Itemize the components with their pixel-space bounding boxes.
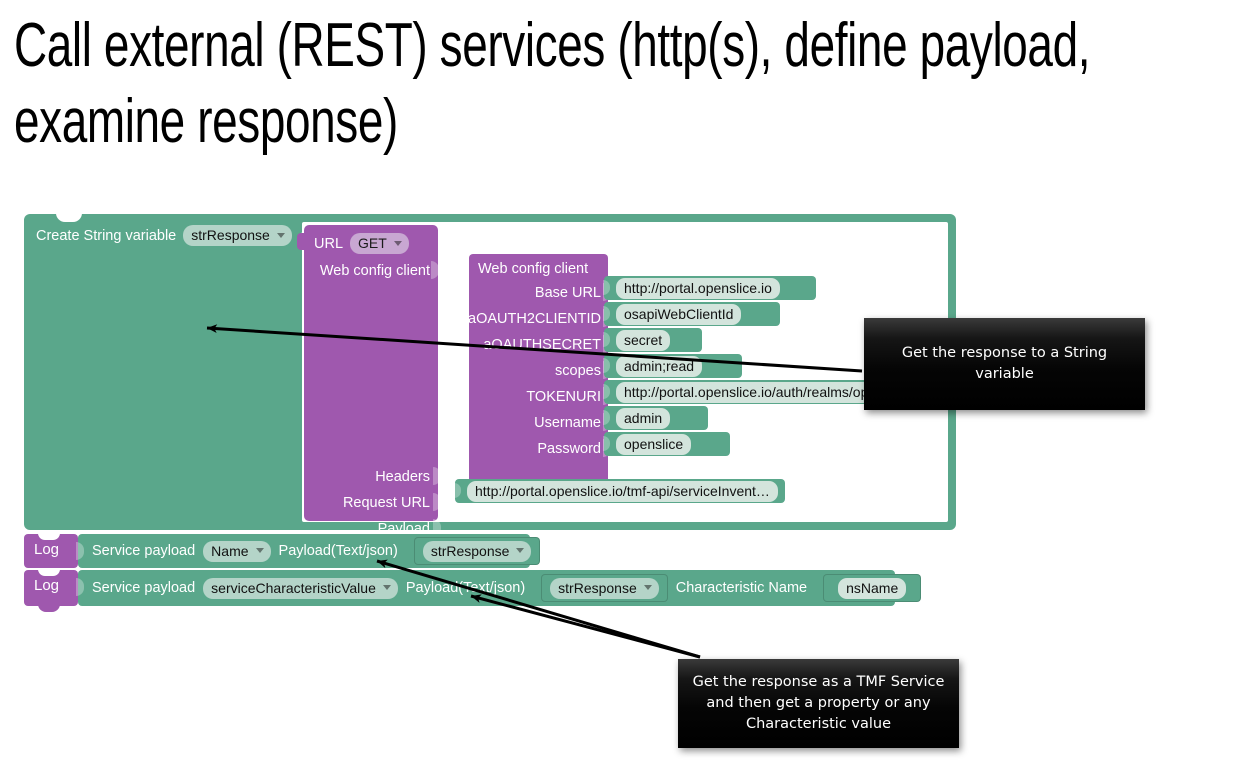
oauth-secret-value[interactable]: secret	[616, 329, 671, 351]
web-config-client-title: Web config client	[478, 261, 589, 277]
callout-tmf-service-text: Get the response as a TMF Service and th…	[692, 674, 945, 732]
log-block-2-bottom-bump	[38, 604, 60, 612]
url-block-left-plug	[297, 233, 305, 250]
callout-string-variable: Get the response to a String variable	[864, 318, 1145, 410]
scopes-value[interactable]: admin;read	[616, 355, 703, 377]
service-payload-label-1: Service payload	[92, 543, 196, 559]
scopes-label: scopes	[555, 363, 601, 379]
oauth-secret-label: aOAUTHSECRET	[483, 337, 601, 353]
service-payload-label-2: Service payload	[92, 580, 196, 596]
service-property-value-1: Name	[211, 542, 249, 559]
service-property-dropdown-1[interactable]: Name	[203, 540, 271, 562]
caret-down-icon	[276, 232, 285, 238]
url-webconfig-label: Web config client	[319, 263, 430, 279]
characteristic-value-block[interactable]: nsName	[823, 574, 922, 602]
oauth-secret-value-block[interactable]: secret	[603, 328, 702, 352]
page-title: Call external (REST) services (http(s), …	[14, 11, 1103, 156]
payload-text-json-label-1: Payload(Text/json)	[278, 543, 398, 559]
url-label: URL	[314, 235, 344, 252]
log-block-2-keyword: Log	[34, 577, 60, 594]
log-block-2-top-dent	[38, 569, 60, 576]
request-url-socket[interactable]	[433, 493, 441, 511]
blockly-workspace: Create String variable strResponse = URL…	[24, 213, 956, 537]
base-url-value-block[interactable]: http://portal.openslice.io	[603, 276, 816, 300]
username-value[interactable]: admin	[616, 407, 671, 429]
username-label: Username	[534, 415, 601, 431]
service-property-dropdown-2[interactable]: serviceCharacteristicValue	[203, 577, 398, 599]
url-block-header: URL GET	[314, 233, 409, 254]
password-value[interactable]: openslice	[616, 433, 692, 455]
username-value-block[interactable]: admin	[603, 406, 708, 430]
callout-string-variable-text: Get the response to a String variable	[901, 345, 1108, 382]
tokenuri-label: TOKENURI	[526, 389, 601, 405]
payload-value-1: strResponse	[430, 542, 510, 559]
oauth2-clientid-value[interactable]: osapiWebClientId	[616, 303, 742, 325]
base-url-value[interactable]: http://portal.openslice.io	[616, 277, 780, 299]
log-block-1[interactable]: Log	[24, 533, 78, 568]
headers-label: Headers	[375, 469, 430, 485]
payload-value-2: strResponse	[558, 579, 637, 596]
caret-down-icon	[255, 548, 264, 553]
base-url-label: Base URL	[534, 285, 601, 301]
oauth2-clientid-value-block[interactable]: osapiWebClientId	[603, 302, 780, 326]
payload-value-block-2[interactable]: strResponse	[541, 574, 668, 602]
request-url-value-block[interactable]: http://portal.openslice.io/tmf-api/servi…	[454, 479, 785, 503]
password-label: Password	[537, 441, 601, 457]
password-value-block[interactable]: openslice	[603, 432, 730, 456]
caret-down-icon	[643, 585, 652, 590]
characteristic-name-label: Characteristic Name	[675, 580, 808, 596]
http-method-value: GET	[358, 235, 387, 251]
payload-socket[interactable]	[433, 519, 441, 537]
oauth2-clientid-label: aOAUTH2CLIENTID	[468, 311, 601, 327]
variable-dropdown-value: strResponse	[191, 227, 270, 243]
log-block-2[interactable]: Log	[24, 569, 78, 612]
service-property-value-2: serviceCharacteristicValue	[211, 579, 376, 596]
log-block-1-keyword: Log	[34, 541, 60, 558]
payload-value-dropdown-1[interactable]: strResponse	[422, 540, 532, 562]
request-url-label: Request URL	[342, 495, 430, 511]
create-string-variable-label: Create String variable	[36, 227, 177, 244]
headers-socket[interactable]	[433, 467, 441, 485]
request-url-value[interactable]: http://portal.openslice.io/tmf-api/servi…	[467, 480, 778, 502]
caret-down-icon	[516, 548, 525, 553]
payload-value-dropdown-2[interactable]: strResponse	[550, 577, 659, 599]
log-row-1[interactable]: Service payload Name Payload(Text/json) …	[76, 534, 541, 568]
callout-tmf-service: Get the response as a TMF Service and th…	[678, 659, 959, 748]
characteristic-value[interactable]: nsName	[838, 577, 907, 599]
http-method-dropdown[interactable]: GET	[350, 233, 409, 254]
caret-down-icon	[382, 585, 391, 590]
payload-label: Payload	[377, 521, 430, 537]
log-block-1-top-dent	[38, 533, 60, 540]
webconfig-socket	[431, 261, 439, 279]
block-top-notch	[56, 213, 82, 222]
tokenuri-value[interactable]: http://portal.openslice.io/auth/realms/o…	[616, 381, 885, 403]
url-block[interactable]: URL GET Web config client Headers Reques…	[297, 225, 611, 537]
payload-text-json-label-2: Payload(Text/json)	[405, 580, 526, 596]
caret-down-icon	[393, 240, 402, 246]
create-string-variable-header: Create String variable strResponse =	[36, 225, 312, 246]
web-config-client-block[interactable]: Web config client Base URL aOAUTH2CLIENT…	[468, 254, 611, 490]
variable-dropdown[interactable]: strResponse	[183, 225, 292, 246]
tokenuri-value-block[interactable]: http://portal.openslice.io/auth/realms/o…	[603, 380, 924, 404]
log-row-2[interactable]: Service payload serviceCharacteristicVal…	[76, 570, 922, 606]
payload-value-block-1[interactable]: strResponse	[413, 537, 541, 565]
scopes-value-block[interactable]: admin;read	[603, 354, 742, 378]
